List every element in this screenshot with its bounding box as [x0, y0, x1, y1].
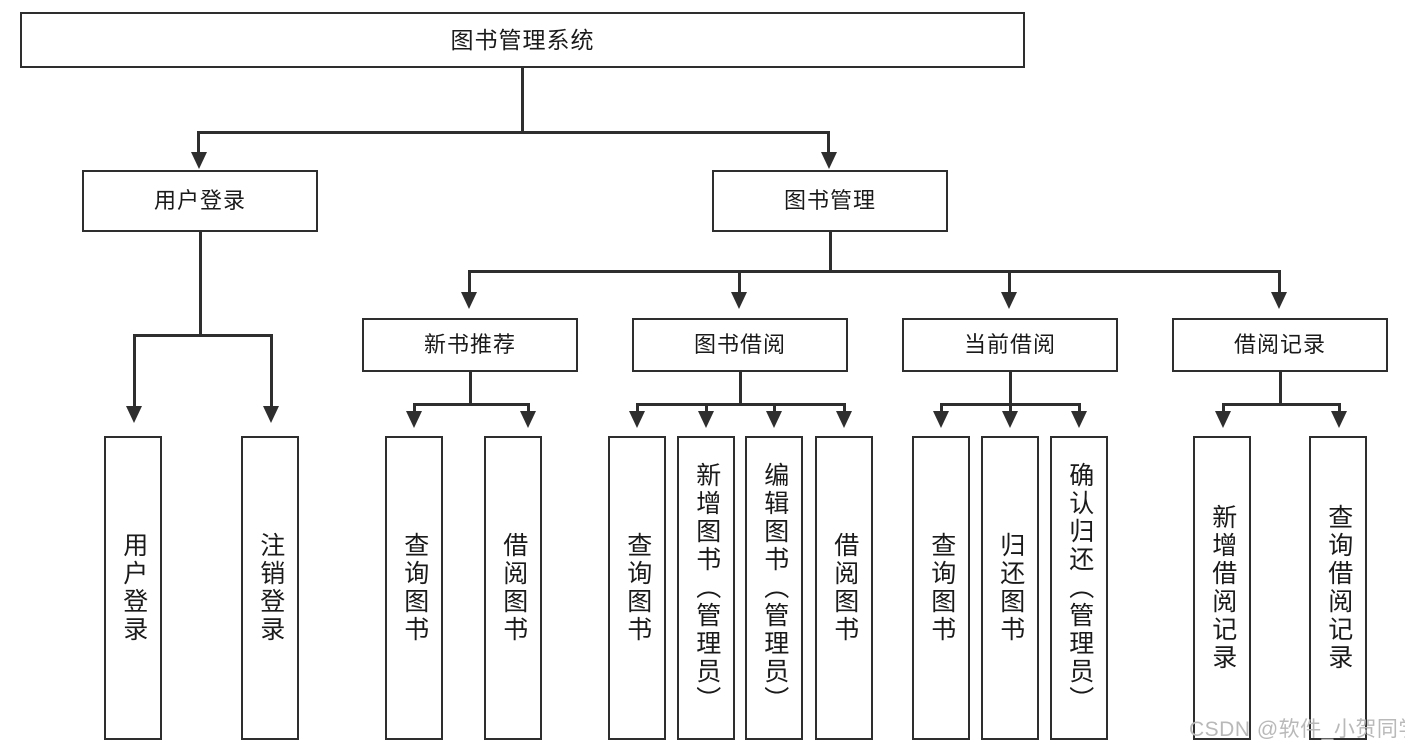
node-label: 图书借阅: [693, 332, 786, 358]
edge-new-book-drop-2: [527, 403, 530, 415]
leaf-logout[interactable]: 注销登录: [241, 436, 299, 740]
node-label: 归还图书: [996, 532, 1025, 644]
edge-user-login-stem: [199, 232, 202, 336]
arrow-new-book-leaf-2: [520, 411, 536, 428]
arrow-book-borrow-leaf-1: [629, 411, 645, 428]
leaf-edit-book-admin[interactable]: 编辑图书（管理员）: [745, 436, 803, 740]
leaf-borrow-book[interactable]: 借阅图书: [815, 436, 873, 740]
arrow-borrow-record-leaf-1: [1215, 411, 1231, 428]
arrow-book-borrow-leaf-3: [766, 411, 782, 428]
edge-book-mgmt-drop-3: [1008, 270, 1011, 296]
leaf-add-borrow-record[interactable]: 新增借阅记录: [1193, 436, 1251, 740]
arrow-to-borrow-record: [1271, 292, 1287, 309]
node-book-management[interactable]: 图书管理: [712, 170, 948, 232]
arrow-to-current-borrow: [1001, 292, 1017, 309]
edge-book-borrow-stem: [739, 372, 742, 405]
node-user-login[interactable]: 用户登录: [82, 170, 318, 232]
node-label: 查询图书: [400, 532, 429, 644]
node-borrow-record[interactable]: 借阅记录: [1172, 318, 1388, 372]
leaf-query-book-current[interactable]: 查询图书: [912, 436, 970, 740]
node-label: 编辑图书（管理员）: [760, 462, 789, 714]
node-label: 确认归还（管理员）: [1065, 462, 1094, 714]
arrow-to-user-login: [191, 152, 207, 169]
leaf-borrow-book-recommend[interactable]: 借阅图书: [484, 436, 542, 740]
edge-borrow-record-stem: [1279, 372, 1282, 405]
edge-book-borrow-drop-2: [705, 403, 708, 415]
arrow-book-borrow-leaf-4: [836, 411, 852, 428]
edge-book-mgmt-stem: [829, 232, 832, 272]
arrow-user-login-leaf-1: [126, 406, 142, 423]
edge-book-mgmt-drop-4: [1278, 270, 1281, 296]
edge-book-borrow-bus: [636, 403, 846, 406]
arrow-current-borrow-leaf-2: [1002, 411, 1018, 428]
node-label: 图书管理: [783, 188, 876, 214]
node-label: 用户登录: [153, 188, 246, 214]
edge-book-mgmt-drop-1: [468, 270, 471, 296]
node-label: 当前借阅: [963, 332, 1056, 358]
edge-book-mgmt-bus: [468, 270, 1281, 273]
edge-user-login-drop-1: [133, 334, 136, 410]
edge-current-borrow-drop-1: [940, 403, 943, 415]
arrow-user-login-leaf-2: [263, 406, 279, 423]
edge-user-login-drop-2: [270, 334, 273, 410]
edge-book-borrow-drop-4: [843, 403, 846, 415]
edge-borrow-record-bus: [1222, 403, 1341, 406]
leaf-return-book[interactable]: 归还图书: [981, 436, 1039, 740]
arrow-new-book-leaf-1: [406, 411, 422, 428]
leaf-query-book-recommend[interactable]: 查询图书: [385, 436, 443, 740]
arrow-to-book-mgmt: [821, 152, 837, 169]
node-new-book-recommend[interactable]: 新书推荐: [362, 318, 578, 372]
edge-book-borrow-drop-3: [773, 403, 776, 415]
node-label: 注销登录: [256, 532, 285, 644]
edge-root-bus: [197, 131, 830, 134]
node-label: 用户登录: [119, 532, 148, 644]
node-label: 查询图书: [927, 532, 956, 644]
edge-new-book-stem: [469, 372, 472, 405]
leaf-query-book-borrow[interactable]: 查询图书: [608, 436, 666, 740]
node-current-borrow[interactable]: 当前借阅: [902, 318, 1118, 372]
node-label: 新增借阅记录: [1208, 504, 1237, 672]
leaf-add-book-admin[interactable]: 新增图书（管理员）: [677, 436, 735, 740]
edge-borrow-record-drop-2: [1338, 403, 1341, 415]
arrow-current-borrow-leaf-1: [933, 411, 949, 428]
node-label: 新书推荐: [423, 332, 516, 358]
edge-user-login-bus: [133, 334, 273, 337]
arrow-borrow-record-leaf-2: [1331, 411, 1347, 428]
node-label: 查询借阅记录: [1324, 504, 1353, 672]
edge-root-stem: [521, 68, 524, 133]
edge-current-borrow-drop-3: [1078, 403, 1081, 415]
node-label: 借阅图书: [499, 532, 528, 644]
arrow-to-new-book: [461, 292, 477, 309]
edge-new-book-drop-1: [413, 403, 416, 415]
edge-book-mgmt-drop-2: [738, 270, 741, 296]
node-root-system[interactable]: 图书管理系统: [20, 12, 1025, 68]
node-label: 查询图书: [623, 532, 652, 644]
arrow-to-book-borrow: [731, 292, 747, 309]
leaf-query-borrow-record[interactable]: 查询借阅记录: [1309, 436, 1367, 740]
edge-root-to-user-login: [197, 131, 200, 156]
node-book-borrow[interactable]: 图书借阅: [632, 318, 848, 372]
leaf-user-login[interactable]: 用户登录: [104, 436, 162, 740]
edge-current-borrow-stem: [1009, 372, 1012, 405]
node-label: 借阅记录: [1233, 332, 1326, 358]
edge-new-book-bus: [413, 403, 530, 406]
arrow-current-borrow-leaf-3: [1071, 411, 1087, 428]
node-label: 图书管理系统: [450, 26, 595, 53]
edge-borrow-record-drop-1: [1222, 403, 1225, 415]
node-label: 新增图书（管理员）: [692, 462, 721, 714]
edge-book-borrow-drop-1: [636, 403, 639, 415]
node-label: 借阅图书: [830, 532, 859, 644]
arrow-book-borrow-leaf-2: [698, 411, 714, 428]
edge-root-to-book-mgmt: [827, 131, 830, 156]
leaf-confirm-return-admin[interactable]: 确认归还（管理员）: [1050, 436, 1108, 740]
edge-current-borrow-drop-2: [1009, 403, 1012, 415]
